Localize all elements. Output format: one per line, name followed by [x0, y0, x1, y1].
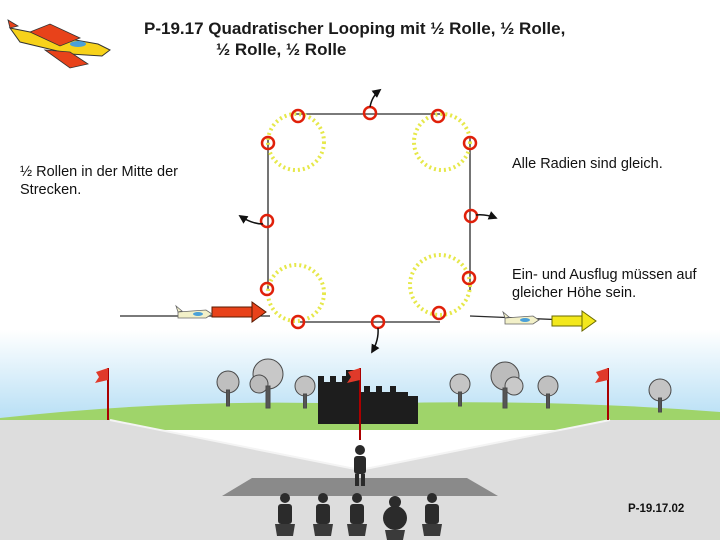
tree-icon [216, 358, 672, 413]
entry-arrow [211, 301, 267, 323]
aircraft-icon [7, 19, 540, 325]
spectator-icon [275, 493, 442, 540]
radius-circles [266, 112, 472, 323]
title-line-1: P-19.17 Quadratischer Looping mit ½ Roll… [144, 19, 566, 38]
note-right-top: Alle Radien sind gleich. [512, 156, 663, 172]
castle-icon [318, 370, 418, 424]
note-right-bottom: Ein- und Ausflug müssen auf gleicher Höh… [512, 267, 697, 301]
flag-icon [95, 368, 609, 440]
title-line-2: ½ Rolle, ½ Rolle [216, 40, 347, 59]
roll-direction-arrows [238, 88, 498, 354]
exit-arrow [551, 310, 597, 332]
pilot-icon [354, 445, 366, 486]
header-aircraft-icon [7, 19, 111, 69]
note-left: ½ Rollen in der Mitte der Strecken. [20, 164, 178, 198]
figure-code: P-19.17.02 [628, 503, 685, 515]
roll-markers [259, 105, 479, 330]
page-title: P-19.17 Quadratischer Looping mit ½ Roll… [120, 18, 680, 60]
runway [222, 478, 498, 496]
